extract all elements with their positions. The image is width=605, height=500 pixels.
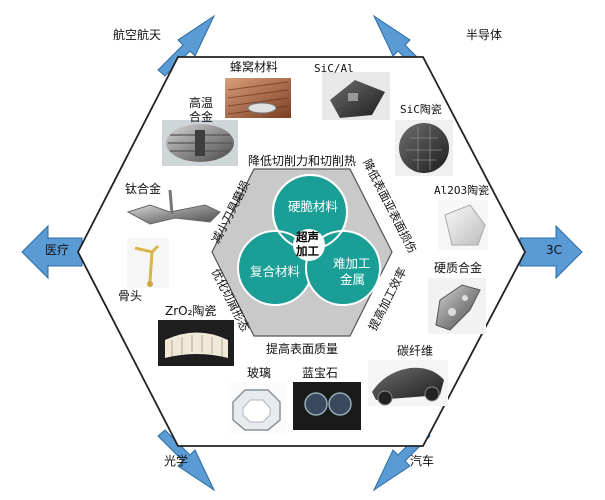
sical-image: [322, 72, 390, 120]
circle-label-composite: 复合材料: [250, 264, 301, 279]
zirconia-image: [158, 320, 234, 366]
benefit-bottom: 提高表面质量: [266, 342, 339, 356]
arrow-aerospace: [157, 14, 216, 77]
industry-aerospace: 航空航天: [113, 28, 162, 42]
alumina-image: [438, 200, 488, 250]
label-hard-alloy: 硬质合金: [434, 261, 483, 275]
industry-medical: 医疗: [45, 243, 70, 257]
benefit-top: 降低切削力和切削热: [248, 154, 357, 168]
circle-label-brittle: 硬脆材料: [288, 199, 339, 214]
label-sic-ceramic: SiC陶瓷: [400, 103, 442, 116]
arrow-medical: [21, 224, 83, 280]
label-zirconia: ZrO₂陶瓷: [165, 304, 217, 318]
industry-optics: 光学: [164, 454, 189, 468]
industry-semiconductor: 半导体: [466, 28, 503, 42]
label-glass: 玻璃: [247, 366, 272, 380]
center-label-2: 加工: [296, 244, 319, 258]
label-titanium: 钛合金: [125, 182, 162, 196]
label-sical: SiC/Al: [314, 62, 354, 75]
arrow-optics: [157, 429, 216, 492]
label-superalloy-1: 高温: [189, 96, 214, 110]
center-badge: [293, 229, 325, 261]
honeycomb-image: [225, 78, 291, 118]
superalloy-image: [162, 120, 238, 166]
sic-ceramic-image: [395, 120, 453, 176]
industry-automotive: 汽车: [410, 454, 435, 468]
label-sapphire: 蓝宝石: [302, 366, 339, 380]
label-alumina: Al2O3陶瓷: [434, 184, 490, 197]
carbon-fiber-image: [368, 360, 448, 406]
circle-hard-metal: [305, 230, 381, 306]
industry-3c: 3C: [546, 243, 563, 257]
circle-label-hard-2: 金属: [340, 272, 366, 287]
circle-label-hard-1: 难加工: [333, 256, 371, 271]
glass-image: [228, 382, 286, 434]
center-label-1: 超声: [296, 230, 319, 244]
label-honeycomb: 蜂窝材料: [230, 60, 279, 74]
sapphire-image: [293, 382, 361, 430]
bone-image: [127, 238, 169, 288]
label-bone: 骨头: [118, 289, 143, 303]
hard-alloy-image: [428, 278, 486, 334]
arrow-3c: [519, 224, 583, 280]
label-carbon-fiber: 碳纤维: [397, 344, 434, 358]
titanium-image: [126, 189, 221, 225]
label-superalloy-2: 合金: [189, 110, 214, 124]
